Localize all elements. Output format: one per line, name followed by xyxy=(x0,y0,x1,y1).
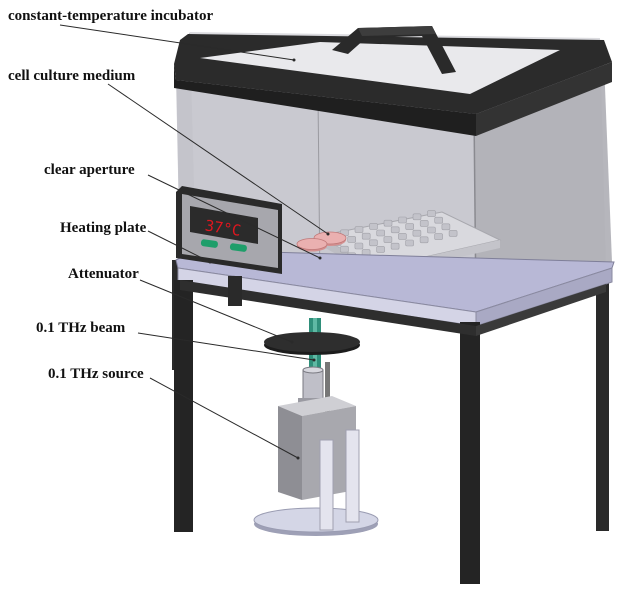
controller-button-2 xyxy=(229,243,247,252)
table-top-right-edge xyxy=(475,267,613,327)
culture-dishes xyxy=(296,231,347,252)
label-incubator: constant-temperature incubator xyxy=(8,8,213,24)
culture-well xyxy=(427,210,436,217)
culture-well xyxy=(405,223,415,230)
incubator-top-frame xyxy=(174,34,612,136)
culture-well xyxy=(419,236,429,244)
controller-probe xyxy=(228,276,242,306)
culture-well xyxy=(383,219,393,227)
culture-well xyxy=(441,223,451,231)
culture-well xyxy=(354,242,364,250)
source-horn xyxy=(302,369,324,401)
culture-well xyxy=(427,226,436,234)
culture-well xyxy=(354,226,364,233)
culture-well xyxy=(434,233,443,240)
culture-well xyxy=(369,223,378,230)
culture-well xyxy=(340,245,349,253)
source-posts xyxy=(319,429,360,531)
leader-lines xyxy=(59,24,329,459)
controller-button-1 xyxy=(200,239,218,248)
thz-source-box xyxy=(278,396,356,500)
label-clear-aperture: clear aperture xyxy=(44,162,135,178)
temperature-display xyxy=(190,206,258,244)
table-leg-front-left xyxy=(174,280,193,532)
culture-well xyxy=(434,216,444,224)
culture-well xyxy=(376,229,386,237)
culture-well xyxy=(398,233,407,240)
culture-well xyxy=(448,230,458,237)
table-leg-back-right xyxy=(596,268,609,531)
temperature-readout: 37°C xyxy=(204,216,242,239)
temperature-controller: 37°C xyxy=(176,186,282,306)
table-rail xyxy=(180,280,476,336)
culture-well xyxy=(419,220,429,227)
lid-handle xyxy=(332,26,456,74)
culture-well xyxy=(412,213,422,221)
attenuator-disc xyxy=(264,332,360,355)
label-attenuator: Attenuator xyxy=(68,266,139,282)
label-heating-plate: Heating plate xyxy=(60,220,147,236)
culture-well xyxy=(361,232,371,240)
culture-well xyxy=(383,236,393,243)
culture-well xyxy=(398,216,407,224)
culture-well xyxy=(412,229,422,237)
culture-well xyxy=(390,242,400,250)
culture-well xyxy=(347,236,357,243)
culture-well xyxy=(369,239,378,247)
culture-well xyxy=(376,246,385,253)
table-leg-front-right xyxy=(460,322,480,584)
label-thz-beam: 0.1 THz beam xyxy=(36,320,126,336)
label-thz-source: 0.1 THz source xyxy=(48,366,144,382)
culture-well xyxy=(405,239,414,247)
label-cell-culture-medium: cell culture medium xyxy=(8,68,136,84)
incubator-right-wall xyxy=(474,62,612,308)
culture-well xyxy=(390,226,400,234)
